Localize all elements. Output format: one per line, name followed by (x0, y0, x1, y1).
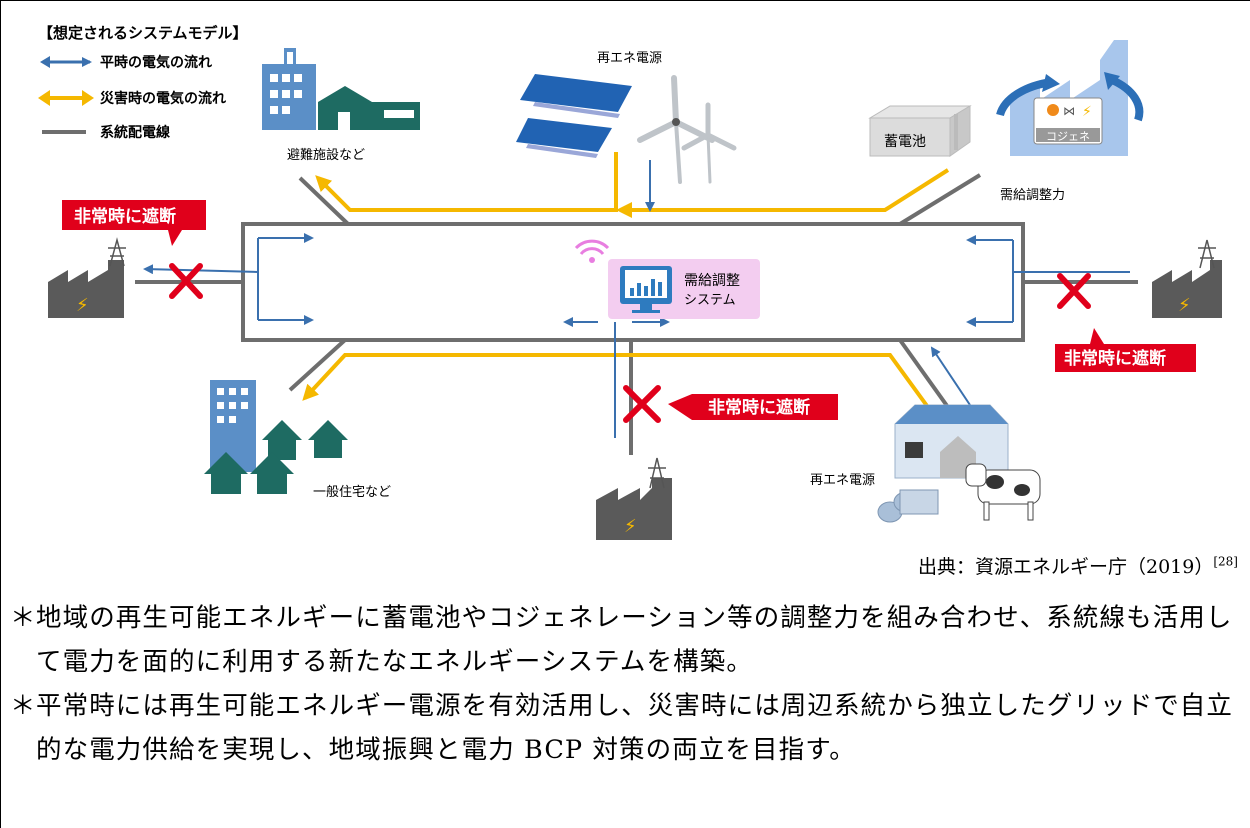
farm-barn-icon (894, 404, 1009, 479)
cogen-label: コジェネ (1046, 130, 1090, 143)
wifi-icon (574, 239, 610, 263)
solar-panel-icon (516, 74, 632, 158)
bullet-item: ＊ 地域の再生可能エネルギーに蓄電池やコジェネレーション等の調整力を組み合わせ、… (10, 596, 1242, 684)
legend-grid-label: 系統配電線 (100, 124, 170, 141)
legend-disaster-label: 災害時の電気の流れ (100, 90, 226, 107)
bullet-text: 地域の再生可能エネルギーに蓄電池やコジェネレーション等の調整力を組み合わせ、系統… (36, 603, 1233, 677)
right-cutoff-callout: 非常時に遮断 (1055, 328, 1196, 372)
system-label-line2: システム (684, 293, 736, 308)
bottom-pylon-icon (648, 457, 666, 489)
svg-text:⚡: ⚡ (624, 516, 637, 537)
evacuation-label: 避難施設など (287, 147, 365, 163)
svg-text:⚡: ⚡ (1178, 295, 1191, 316)
source-citation: 出典：資源エネルギー庁（2019）[28] (918, 552, 1238, 579)
supply-demand-system: 需給調整 システム (574, 239, 760, 319)
supply-adjust-label: 需給調整力 (1000, 188, 1065, 203)
bullet-mark: ＊ (10, 691, 36, 721)
right-factory-icon: ⚡ (1152, 260, 1222, 318)
bullet-text: 平常時には再生可能エネルギー電源を有効活用し、災害時には周辺系統から独立したグリ… (36, 691, 1234, 765)
legend-normal-arrow-left (40, 56, 50, 68)
cogeneration-plant-icon: ⋈ ⚡ コジェネ (996, 40, 1144, 156)
battery-icon (868, 105, 972, 157)
grid-lines (135, 173, 1138, 455)
system-label-line1: 需給調整 (684, 273, 740, 289)
bottom-cutoff-x-icon (623, 385, 661, 423)
disaster-flow-lines (302, 152, 950, 412)
left-cutoff-callout: 非常時に遮断 (62, 200, 206, 246)
bottom-cutoff-label: 非常時に遮断 (708, 397, 810, 418)
wind-turbine-icon (637, 75, 737, 184)
houses-icon (204, 420, 348, 494)
left-factory-icon: ⚡ (48, 260, 124, 318)
bullet-item: ＊ 平常時には再生可能エネルギー電源を有効活用し、災害時には周辺系統から独立した… (10, 684, 1242, 772)
right-cutoff-label: 非常時に遮断 (1064, 348, 1166, 369)
battery-label: 蓄電池 (884, 134, 926, 150)
monitor-chart-icon (620, 266, 672, 313)
left-cutoff-x-icon (169, 263, 203, 299)
bottom-factory-icon: ⚡ (596, 478, 672, 540)
cow-icon (965, 463, 1041, 521)
right-cutoff-x-icon (1057, 273, 1091, 309)
right-pylon-icon (1198, 239, 1216, 269)
left-pylon-icon (108, 237, 126, 267)
left-cutoff-label: 非常時に遮断 (74, 206, 176, 227)
log-pile-icon (877, 489, 939, 523)
legend-normal-label: 平時の電気の流れ (100, 54, 212, 71)
houses-label: 一般住宅など (313, 484, 391, 500)
evacuation-building-icon (262, 48, 420, 130)
svg-text:⚡: ⚡ (1082, 104, 1092, 120)
legend-disaster-arrow-left (38, 90, 50, 106)
normal-flow-lines (143, 160, 1130, 438)
svg-text:⋈: ⋈ (1063, 104, 1075, 118)
renewable-bottom-label: 再エネ電源 (810, 473, 875, 488)
legend-title: 【想定されるシステムモデル】 (38, 24, 248, 42)
bullet-list: ＊ 地域の再生可能エネルギーに蓄電池やコジェネレーション等の調整力を組み合わせ、… (10, 596, 1242, 772)
bullet-mark: ＊ (10, 603, 36, 633)
svg-text:⚡: ⚡ (76, 295, 89, 316)
source-ref: [28] (1213, 554, 1238, 569)
system-model-diagram: 【想定されるシステムモデル】 平時の電気の流れ 災害時の電気の流れ 系統配電線 (38, 24, 1222, 540)
renewable-top-label: 再エネ電源 (597, 51, 662, 66)
apartment-building-icon (210, 380, 256, 472)
legend-disaster-arrow-right (82, 90, 94, 106)
source-text: 出典：資源エネルギー庁（2019） (918, 556, 1214, 578)
bottom-cutoff-callout: 非常時に遮断 (668, 394, 838, 420)
